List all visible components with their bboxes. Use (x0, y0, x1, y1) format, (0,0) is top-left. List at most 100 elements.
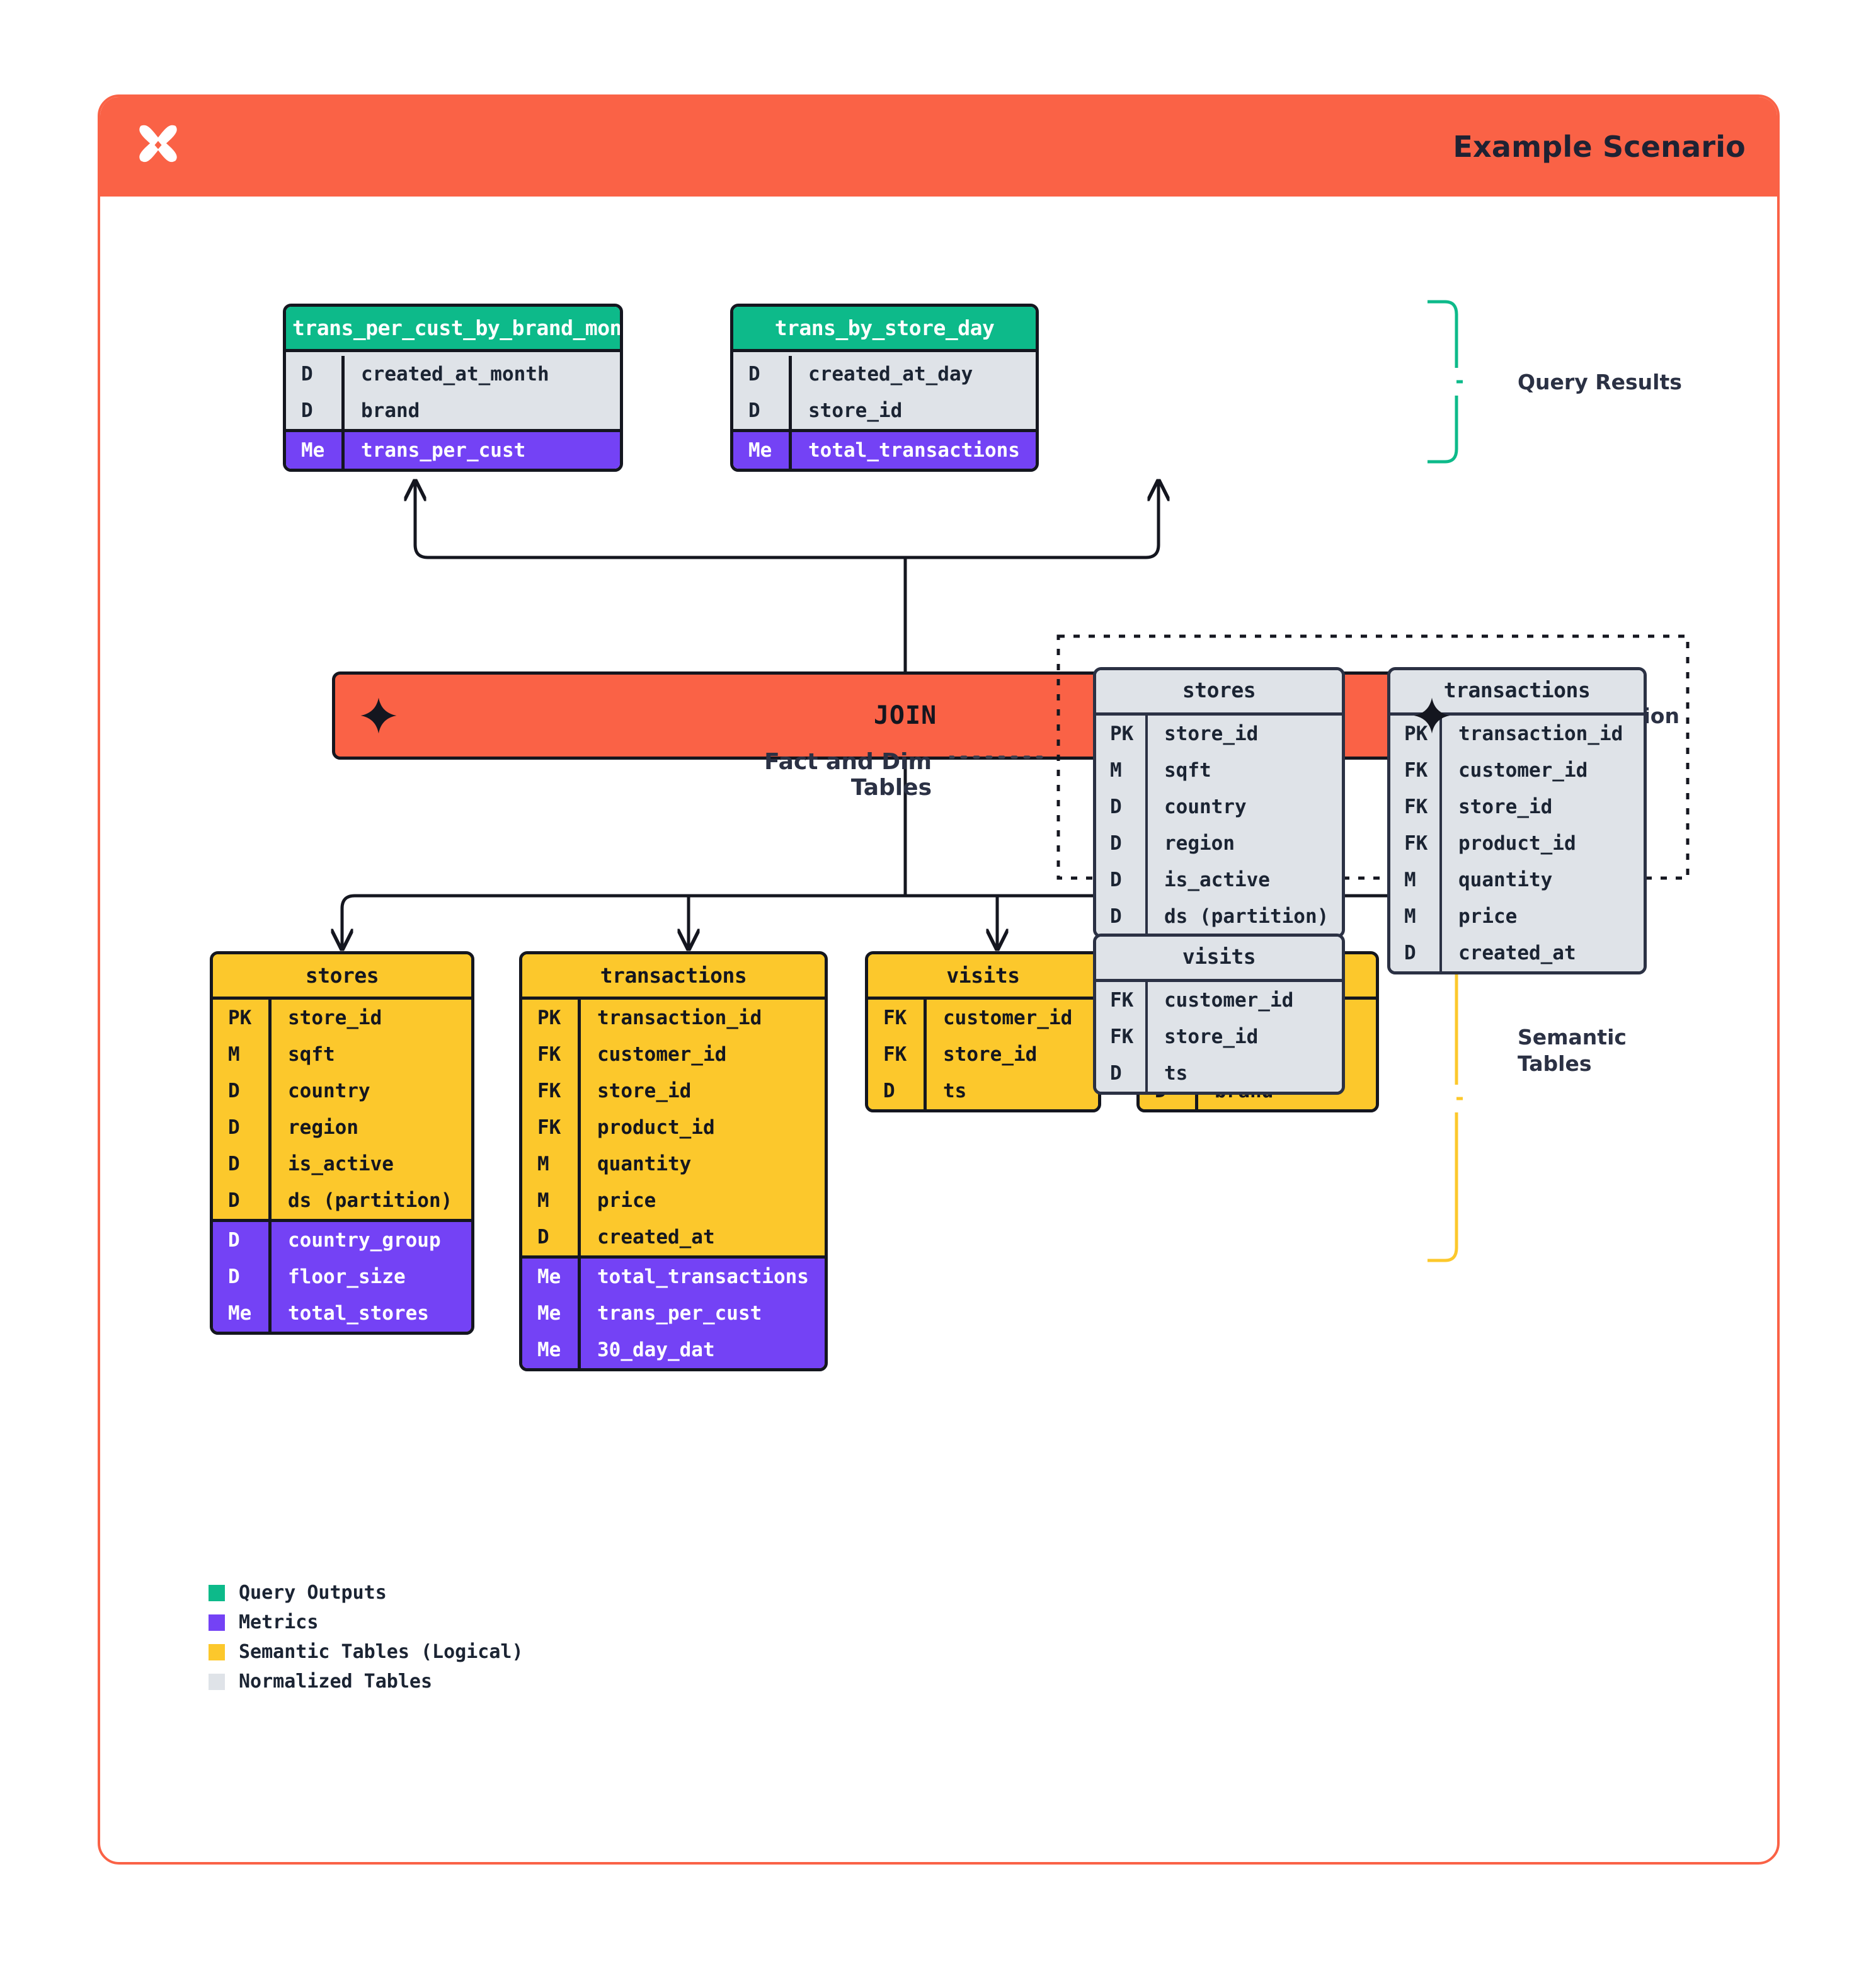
row-key: PK (228, 1007, 252, 1029)
join-label: JOIN (873, 701, 937, 730)
row-field: region (1145, 825, 1342, 862)
table-title: visits (1096, 937, 1342, 979)
row-key: Me (537, 1265, 561, 1288)
row-field: created_at (1439, 935, 1644, 971)
table-row: D store_id (733, 392, 1036, 429)
row-field: trans_per_cust (578, 1295, 825, 1332)
query-result-table-trans-per-cust[interactable]: trans_per_cust_by_brand_month D created_… (283, 304, 623, 472)
row-field: country_group (268, 1222, 471, 1259)
table-metrics: Me trans_per_cust (286, 429, 620, 469)
table-dimensions: D created_at_day D store_id (733, 349, 1036, 429)
table-row: Me 30_day_dat (522, 1332, 825, 1368)
row-key: D (228, 1153, 240, 1175)
table-row: Me trans_per_cust (286, 432, 620, 469)
table-row: Me total_transactions (522, 1259, 825, 1295)
row-field: product_id (1439, 825, 1644, 862)
row-field: region (268, 1109, 471, 1146)
legend-item-semantic-tables: Semantic Tables (Logical) (209, 1641, 524, 1663)
row-field: quantity (1439, 862, 1644, 898)
row-key: Me (537, 1339, 561, 1361)
row-key: M (1404, 905, 1416, 928)
row-field: ts (1145, 1055, 1342, 1092)
sparkle-icon (1414, 697, 1450, 734)
row-key: D (1110, 869, 1122, 891)
row-field: store_id (1145, 1019, 1342, 1055)
row-field: price (1439, 898, 1644, 935)
row-field: customer_id (924, 1000, 1098, 1036)
x-star-logo-icon (139, 125, 177, 163)
row-key: FK (1404, 759, 1428, 782)
row-key: Me (748, 439, 772, 462)
semantic-tables-bracket (1428, 935, 1464, 1262)
row-key: FK (537, 1080, 561, 1102)
legend-label: Query Outputs (239, 1582, 387, 1604)
table-row: PK store_id (1096, 716, 1342, 752)
row-key: D (228, 1080, 240, 1102)
legend-swatch-normalized-tables (209, 1673, 225, 1690)
row-field: country (268, 1073, 471, 1109)
row-field: is_active (268, 1146, 471, 1182)
row-key: PK (1404, 723, 1428, 745)
legend-swatch-metrics (209, 1614, 225, 1631)
row-key: D (748, 363, 760, 386)
legend-item-query-outputs: Query Outputs (209, 1582, 524, 1604)
table-title: trans_by_store_day (733, 307, 1036, 349)
row-key: Me (301, 439, 325, 462)
semantic-tables-label-line2: Tables (1518, 1051, 1592, 1077)
row-key: FK (537, 1043, 561, 1066)
row-key: FK (1404, 832, 1428, 855)
table-row: FK product_id (1390, 825, 1644, 862)
row-key: M (1110, 759, 1122, 782)
table-row: D created_at_month (286, 352, 620, 392)
query-result-table-trans-by-store-day[interactable]: trans_by_store_day D created_at_day D st… (730, 304, 1039, 472)
fact-dim-dotted-border (1056, 634, 1690, 880)
row-field: floor_size (268, 1259, 471, 1295)
row-key: D (228, 1265, 240, 1288)
row-field: created_at (578, 1219, 825, 1255)
row-field: created_at_day (789, 356, 1036, 392)
row-field: total_transactions (578, 1259, 825, 1295)
semantic-tables-label: Semantic Tables (1518, 1024, 1627, 1077)
row-key: PK (1110, 723, 1134, 745)
row-field: brand (341, 392, 620, 429)
row-field: total_transactions (789, 432, 1036, 469)
sparkle-icon (360, 697, 397, 734)
row-field: store_id (1145, 716, 1342, 752)
row-field: store_id (578, 1073, 825, 1109)
legend-label: Normalized Tables (239, 1671, 433, 1693)
row-key: D (1110, 832, 1122, 855)
row-key: FK (1110, 989, 1134, 1012)
row-key: FK (883, 1043, 907, 1066)
row-field: ts (924, 1073, 1098, 1109)
row-field: 30_day_dat (578, 1332, 825, 1368)
row-key: D (748, 399, 760, 422)
table-title: transactions (522, 954, 825, 997)
row-field: created_at_month (341, 356, 620, 392)
row-key: D (301, 399, 313, 422)
